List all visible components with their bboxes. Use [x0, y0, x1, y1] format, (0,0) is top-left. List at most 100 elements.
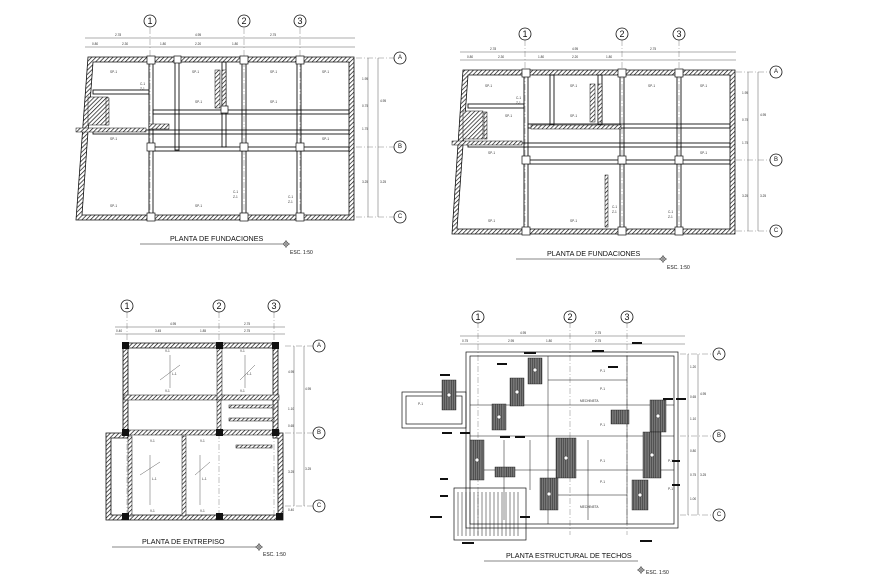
- columns: [521, 68, 684, 236]
- row-axis-b: B: [312, 426, 326, 440]
- svg-text:P-1: P-1: [600, 387, 605, 391]
- panel-markers: [446, 367, 661, 498]
- svg-text:P-1: P-1: [418, 402, 423, 406]
- svg-text:1.80: 1.80: [546, 339, 552, 343]
- svg-text:SP-1: SP-1: [488, 219, 495, 223]
- wall-stubs: [75, 69, 227, 133]
- dimension-lines: [115, 326, 305, 506]
- col-axis-1: 1: [120, 299, 134, 313]
- svg-text:2.20: 2.20: [572, 55, 578, 59]
- svg-text:2: 2: [241, 16, 246, 26]
- svg-text:V-1: V-1: [240, 389, 245, 393]
- svg-text:2.95: 2.95: [508, 339, 514, 343]
- svg-text:SP-1: SP-1: [110, 204, 117, 208]
- foundation-beams: [92, 61, 350, 216]
- dimension-texts: 4.95 2.75 0.75 2.95 1.80 2.75 4.95 3.25 …: [462, 331, 706, 501]
- svg-text:C-1: C-1: [612, 205, 617, 209]
- svg-text:2: 2: [567, 312, 572, 322]
- svg-text:4.95: 4.95: [700, 392, 706, 396]
- svg-text:L-1: L-1: [172, 372, 177, 376]
- svg-text:2.75: 2.75: [595, 331, 601, 335]
- svg-text:C: C: [317, 503, 322, 509]
- svg-text:1.85: 1.85: [200, 329, 206, 333]
- svg-text:0.40: 0.40: [116, 329, 122, 333]
- roof-panels: [441, 357, 667, 511]
- svg-text:SP-1: SP-1: [648, 84, 655, 88]
- row-axis-b: B: [393, 140, 407, 154]
- svg-text:4.95: 4.95: [520, 331, 526, 335]
- svg-text:C-1: C-1: [288, 195, 293, 199]
- svg-text:SP-1: SP-1: [322, 70, 329, 74]
- beam-labels: V-1 V-1 V-1 V-1 V-1 V-1 V-1 V-1: [150, 349, 245, 513]
- svg-text:4.95: 4.95: [572, 47, 578, 51]
- svg-text:3: 3: [624, 312, 629, 322]
- row-axis-c: C: [769, 224, 783, 238]
- footing-labels: C-1 Z-1 C-1 Z-1 C-1 Z-1: [516, 96, 673, 219]
- svg-text:P-1: P-1: [668, 459, 673, 463]
- grid-lines: [524, 40, 772, 235]
- scale-marker: [659, 255, 667, 263]
- scale-text: ESC. 1:50: [263, 552, 286, 558]
- svg-text:A: A: [717, 351, 721, 357]
- svg-text:B: B: [398, 144, 402, 150]
- svg-text:2.75: 2.75: [244, 329, 250, 333]
- svg-text:2.30: 2.30: [122, 42, 128, 46]
- svg-text:A: A: [317, 343, 321, 349]
- svg-text:0.75: 0.75: [690, 473, 696, 477]
- svg-text:0.40: 0.40: [288, 508, 294, 512]
- col-axis-2: 2: [212, 299, 226, 313]
- row-axis-b: B: [712, 429, 726, 443]
- svg-text:L-1: L-1: [202, 477, 207, 481]
- svg-text:V-1: V-1: [165, 389, 170, 393]
- svg-text:1.10: 1.10: [690, 417, 696, 421]
- svg-text:1.95: 1.95: [742, 91, 748, 95]
- drawing-title: PLANTA DE FUNDACIONES: [170, 234, 264, 243]
- svg-text:L-1: L-1: [152, 477, 157, 481]
- svg-text:A: A: [774, 69, 778, 75]
- svg-text:1: 1: [147, 16, 152, 26]
- row-axis-c: C: [393, 210, 407, 224]
- svg-text:1.20: 1.20: [690, 365, 696, 369]
- slab-labels: L-1 L-1 L-1 L-1: [152, 372, 252, 481]
- col-axis-3: 3: [267, 299, 281, 313]
- svg-text:2: 2: [619, 29, 624, 39]
- svg-text:Z-1: Z-1: [668, 215, 673, 219]
- col-axis-3: 3: [672, 27, 686, 41]
- svg-text:SP-1: SP-1: [322, 137, 329, 141]
- beam-labels: SP-1 SP-1 SP-1 SP-1 SP-1 SP-1 SP-1 SP-1 …: [110, 70, 329, 208]
- svg-text:3.25: 3.25: [760, 194, 766, 198]
- col-axis-3: 3: [620, 310, 634, 324]
- svg-text:SP-1: SP-1: [195, 204, 202, 208]
- footing-labels: C-1 Z-1 C-1 Z-1 C-1 Z-1: [140, 82, 293, 204]
- svg-text:1.10: 1.10: [288, 407, 294, 411]
- scale-text: ESC. 1:50: [646, 570, 669, 576]
- svg-text:SP-1: SP-1: [270, 100, 277, 104]
- svg-text:SP-1: SP-1: [505, 114, 512, 118]
- svg-text:MECHINETA: MECHINETA: [580, 505, 599, 509]
- svg-text:1.75: 1.75: [362, 127, 368, 131]
- svg-text:C-1: C-1: [668, 210, 673, 214]
- svg-text:4.95: 4.95: [195, 33, 201, 37]
- svg-text:Z-1: Z-1: [516, 101, 521, 105]
- svg-text:C: C: [398, 214, 403, 220]
- svg-text:B: B: [317, 430, 321, 436]
- grid-lines: [477, 322, 715, 535]
- svg-text:2: 2: [216, 301, 221, 311]
- svg-text:1: 1: [475, 312, 480, 322]
- row-axis-b: B: [769, 153, 783, 167]
- dimension-lines: [85, 37, 379, 217]
- svg-text:2.30: 2.30: [498, 55, 504, 59]
- svg-text:A: A: [398, 55, 402, 61]
- svg-text:SP-1: SP-1: [192, 70, 199, 74]
- svg-text:L-1: L-1: [247, 372, 252, 376]
- beam-labels: SP-1 SP-1 SP-1 SP-1 SP-1 SP-1 SP-1 SP-1 …: [485, 84, 707, 223]
- svg-text:MECHINETA: MECHINETA: [580, 399, 599, 403]
- svg-text:C-1: C-1: [516, 96, 521, 100]
- svg-text:1.80: 1.80: [606, 55, 612, 59]
- svg-text:B: B: [717, 433, 721, 439]
- svg-text:V-1: V-1: [150, 439, 155, 443]
- svg-text:4.95: 4.95: [760, 113, 766, 117]
- drawing-entrepiso: 1 2 3 A B C 4.95 2.75: [105, 299, 326, 558]
- svg-text:V-1: V-1: [240, 349, 245, 353]
